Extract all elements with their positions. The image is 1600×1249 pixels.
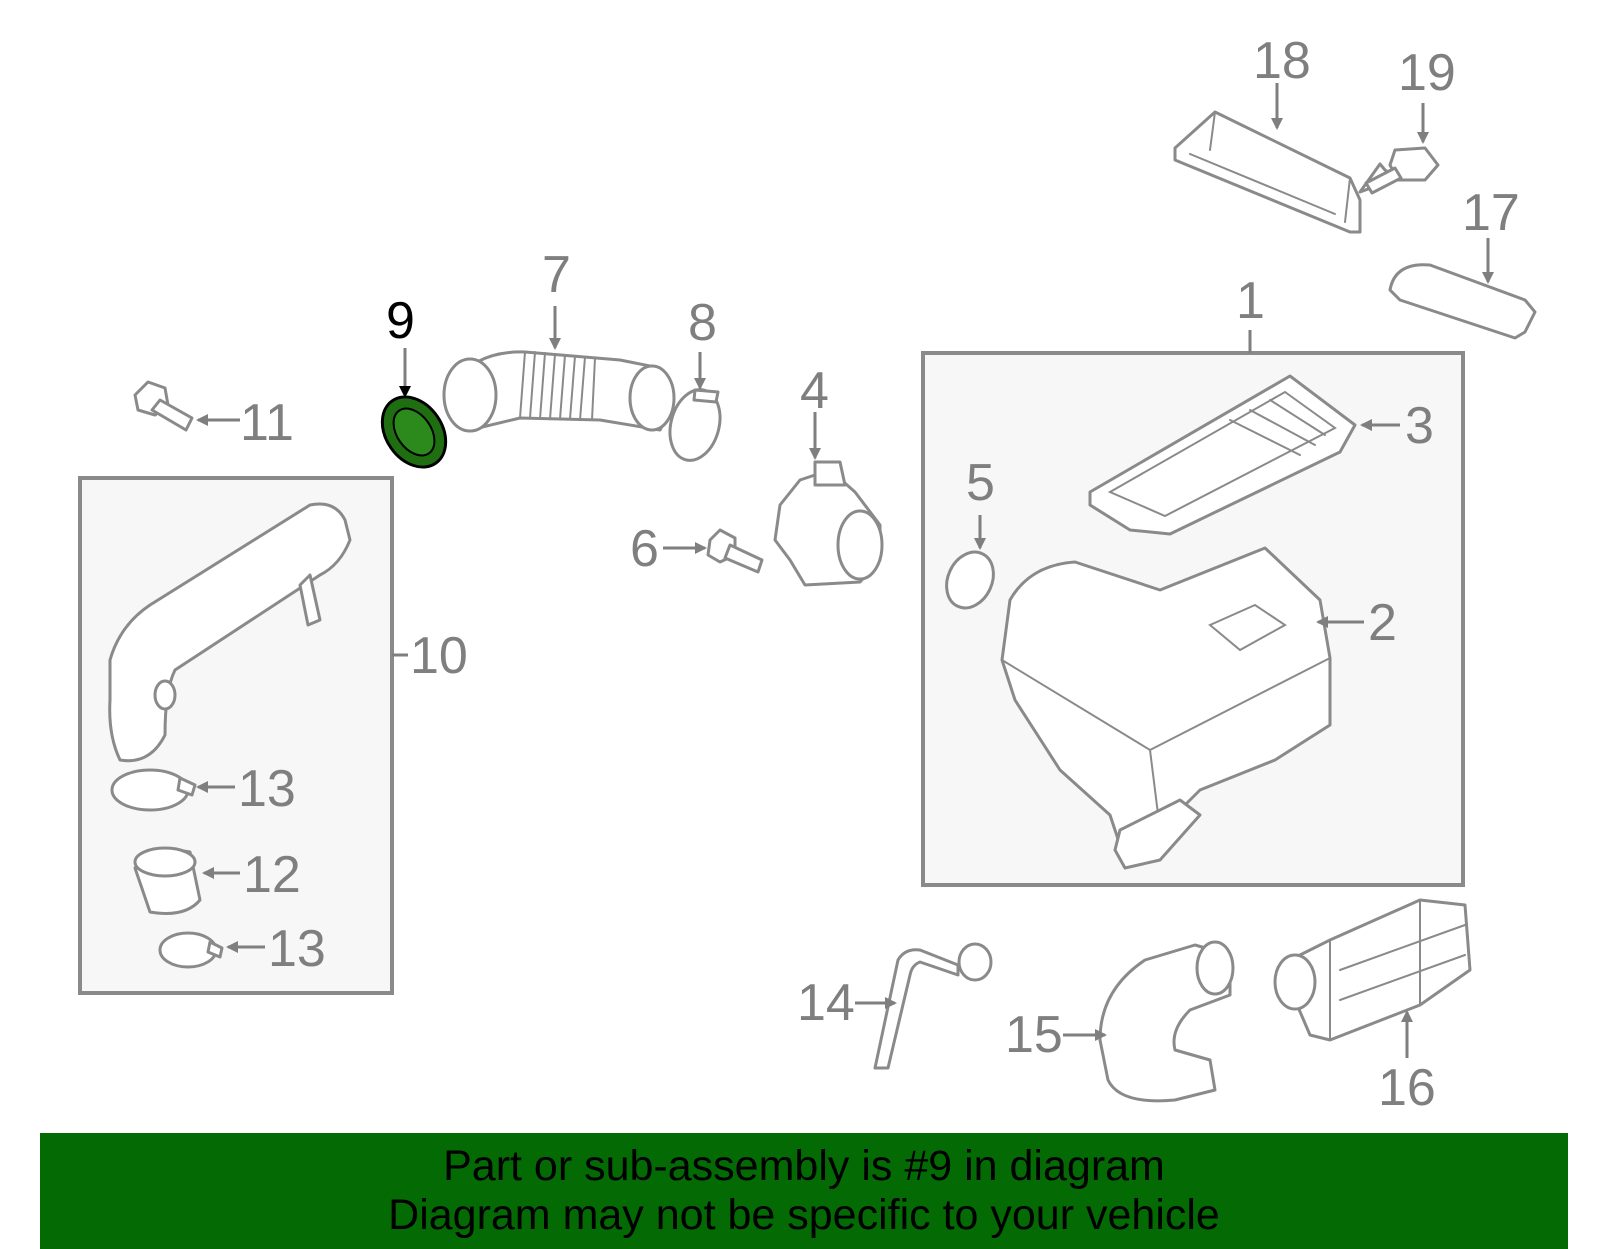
banner-line-part: Part or sub-assembly is #9 in diagram [443, 1142, 1165, 1190]
callout-3: 3 [1405, 397, 1434, 455]
part-18-cover [1173, 110, 1362, 234]
callout-5: 5 [966, 454, 995, 512]
part-13-clamp-lower [158, 931, 224, 969]
callout-17: 17 [1462, 184, 1520, 242]
callout-10: 10 [410, 627, 468, 685]
callout-19: 19 [1398, 44, 1456, 102]
part-7-intake-hose [442, 350, 676, 433]
part-5-seal-ring [945, 550, 995, 610]
part-16-air-inlet [1273, 898, 1472, 1042]
callout-4: 4 [800, 362, 829, 420]
callout-8: 8 [688, 294, 717, 352]
part-9-clamp-highlighted [380, 395, 448, 469]
callout-13-lower: 13 [268, 920, 326, 978]
callout-14: 14 [797, 974, 855, 1032]
part-8-clamp [668, 388, 722, 462]
part-6-bolt [706, 528, 764, 574]
banner-line-disclaimer: Diagram may not be specific to your vehi… [388, 1191, 1220, 1239]
part-info-banner: Part or sub-assembly is #9 in diagram Di… [40, 1133, 1568, 1249]
part-12-coupler [133, 846, 202, 915]
callout-7: 7 [542, 246, 571, 304]
callout-15: 15 [1005, 1006, 1063, 1064]
callout-16: 16 [1378, 1059, 1436, 1117]
part-15-duct [1098, 940, 1235, 1103]
callout-18: 18 [1253, 32, 1311, 90]
callout-9: 9 [386, 292, 415, 350]
part-10-intake-tube [108, 502, 352, 763]
part-3-filter [1088, 374, 1357, 536]
callout-6: 6 [630, 520, 659, 578]
callout-12: 12 [243, 846, 301, 904]
part-11-bolt [133, 380, 194, 432]
callout-2: 2 [1368, 594, 1397, 652]
callout-1: 1 [1236, 272, 1265, 330]
part-17-cover [1388, 263, 1537, 340]
part-14-hose [873, 942, 993, 1070]
part-19-bolt [1358, 146, 1440, 195]
callout-11: 11 [240, 394, 294, 452]
part-2-air-box [1000, 546, 1332, 870]
callout-13-upper: 13 [238, 760, 296, 818]
part-13-clamp-upper [110, 768, 197, 812]
part-4-maf-sensor [773, 460, 884, 587]
